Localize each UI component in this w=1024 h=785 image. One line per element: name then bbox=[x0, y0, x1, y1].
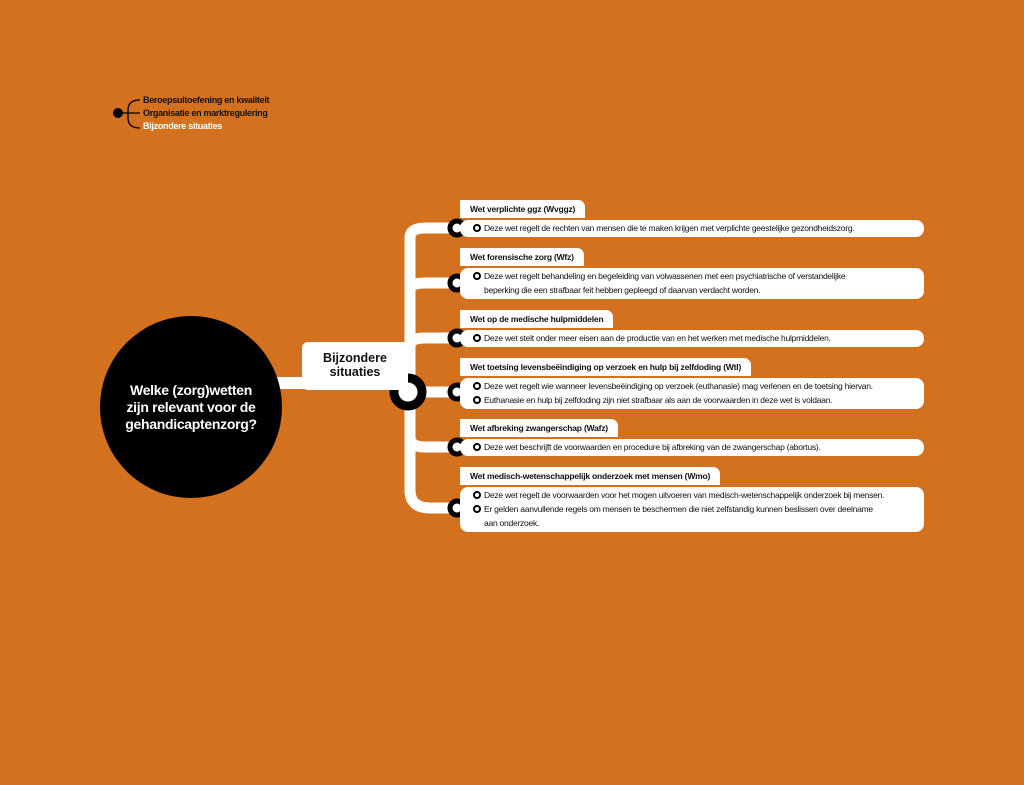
description-text: Deze wet beschrijft de voorwaarden en pr… bbox=[484, 442, 821, 452]
description-text: Deze wet regelt wie wanneer levensbeëind… bbox=[484, 381, 873, 391]
bullet-icon bbox=[473, 491, 481, 499]
description-line: Deze wet stelt onder meer eisen aan de p… bbox=[473, 331, 918, 345]
nav-item-bijzondere-situaties[interactable]: Bijzondere situaties bbox=[143, 121, 223, 131]
central-question-node: Welke (zorg)wetten zijn relevant voor de… bbox=[100, 316, 282, 498]
nav-item-organisatie[interactable]: Organisatie en marktregulering bbox=[143, 108, 268, 118]
nav-item-beroepsuitoefening[interactable]: Beroepsuitoefening en kwaliteit bbox=[143, 95, 270, 105]
bullet-icon bbox=[473, 272, 481, 280]
description-text: Deze wet regelt behandeling en begeleidi… bbox=[484, 271, 846, 281]
law-title: Wet afbreking zwangerschap (Wafz) bbox=[460, 419, 618, 437]
law-description: Deze wet regelt de rechten van mensen di… bbox=[460, 220, 924, 237]
law-title: Wet toetsing levensbeëindiging op verzoe… bbox=[460, 358, 752, 376]
law-title: Wet op de medische hulpmiddelen bbox=[460, 310, 614, 328]
bullet-icon bbox=[473, 382, 481, 390]
description-text: Er gelden aanvullende regels om mensen t… bbox=[484, 504, 873, 514]
central-question: Welke (zorg)wetten zijn relevant voor de… bbox=[125, 381, 257, 432]
law-description: Deze wet regelt behandeling en begeleidi… bbox=[460, 268, 924, 299]
nav-bracket bbox=[123, 99, 141, 129]
law-description: Deze wet regelt wie wanneer levensbeëind… bbox=[460, 378, 924, 409]
description-line: Deze wet regelt de voorwaarden voor het … bbox=[473, 488, 918, 502]
law-description: Deze wet beschrijft de voorwaarden en pr… bbox=[460, 439, 924, 456]
bullet-icon bbox=[473, 396, 481, 404]
nav-current-dot bbox=[113, 108, 123, 118]
description-text: beperking die een strafbaar feit hebben … bbox=[484, 285, 761, 295]
bullet-icon bbox=[473, 443, 481, 451]
description-line: Euthanasie en hulp bij zelfdoding zijn n… bbox=[473, 393, 918, 407]
bullet-icon bbox=[473, 505, 481, 513]
description-text: Deze wet regelt de voorwaarden voor het … bbox=[484, 490, 885, 500]
description-text: Euthanasie en hulp bij zelfdoding zijn n… bbox=[484, 395, 833, 405]
subtopic-label: Bijzondere situaties bbox=[323, 351, 387, 379]
bullet-icon bbox=[473, 334, 481, 342]
description-line: aan onderzoek. bbox=[484, 516, 918, 530]
description-line: Deze wet regelt de rechten van mensen di… bbox=[473, 221, 918, 235]
bullet-icon bbox=[473, 224, 481, 232]
law-title: Wet forensische zorg (Wfz) bbox=[460, 248, 584, 266]
law-description: Deze wet stelt onder meer eisen aan de p… bbox=[460, 330, 924, 347]
description-text: Deze wet regelt de rechten van mensen di… bbox=[484, 223, 855, 233]
description-line: Er gelden aanvullende regels om mensen t… bbox=[473, 502, 918, 516]
description-line: beperking die een strafbaar feit hebben … bbox=[484, 283, 918, 297]
description-text: Deze wet stelt onder meer eisen aan de p… bbox=[484, 333, 831, 343]
description-line: Deze wet regelt behandeling en begeleidi… bbox=[473, 269, 918, 283]
law-title: Wet verplichte ggz (Wvggz) bbox=[460, 200, 586, 218]
description-line: Deze wet beschrijft de voorwaarden en pr… bbox=[473, 440, 918, 454]
subtopic-node[interactable]: Bijzondere situaties bbox=[302, 342, 408, 388]
law-title: Wet medisch-wetenschappelijk onderzoek m… bbox=[460, 467, 721, 485]
description-line: Deze wet regelt wie wanneer levensbeëind… bbox=[473, 379, 918, 393]
description-text: aan onderzoek. bbox=[484, 518, 540, 528]
branch-lines bbox=[404, 222, 460, 514]
law-description: Deze wet regelt de voorwaarden voor het … bbox=[460, 487, 924, 532]
